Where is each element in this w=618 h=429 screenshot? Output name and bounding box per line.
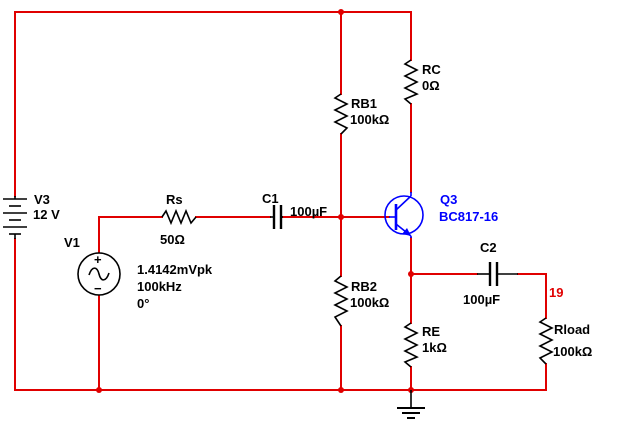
v1-amplitude-label: 1.4142mVpk [137,262,213,277]
junction-dot [408,271,414,277]
junction-dot [338,9,344,15]
v1-minus-sign: − [94,281,102,296]
resistor-rc-symbol [403,59,419,105]
v3-value-label: 12 V [33,207,60,222]
re-name-label: RE [422,324,440,339]
junctions [96,9,414,393]
junction-dot [338,214,344,220]
rb1-value-label: 100kΩ [350,112,389,127]
c1-value-label: 100µF [290,204,327,219]
c2-name-label: C2 [480,240,497,255]
wires [14,11,547,391]
ac-source-v1-symbol [77,252,121,296]
battery-v3-symbol [3,196,27,239]
rc-name-label: RC [422,62,441,77]
junction-dot [96,387,102,393]
output-node-label: 19 [549,285,563,300]
rs-name-label: Rs [166,192,183,207]
wire-c2-out [517,273,547,319]
resistor-rs-symbol [161,208,197,226]
v3-name-label: V3 [34,192,50,207]
resistor-rload-symbol [538,317,554,365]
rb2-value-label: 100kΩ [350,295,389,310]
resistor-re-symbol [403,322,419,368]
rb1-name-label: RB1 [351,96,377,111]
v1-phase-label: 0° [137,296,149,311]
rload-value-label: 100kΩ [553,344,592,359]
v1-plus-sign: + [94,252,102,267]
rb2-name-label: RB2 [351,279,377,294]
rs-value-label: 50Ω [160,232,185,247]
q3-model-label: BC817-16 [439,209,498,224]
junction-dot [338,387,344,393]
resistor-rb2-symbol [333,275,349,327]
capacitor-c2-symbol [477,262,518,286]
c2-value-label: 100µF [463,292,500,307]
ground-icon [397,390,425,419]
rload-name-label: Rload [554,322,590,337]
rc-value-label: 0Ω [422,78,440,93]
resistor-rb1-symbol [333,93,349,135]
capacitor-c1-symbol [270,205,283,229]
re-value-label: 1kΩ [422,340,447,355]
transistor-q3-symbol [384,192,424,238]
q3-name-label: Q3 [440,192,457,207]
c1-name-label: C1 [262,191,279,206]
v1-name-label: V1 [64,235,80,250]
wire-v1-top [98,216,163,253]
v1-frequency-label: 100kHz [137,279,182,294]
